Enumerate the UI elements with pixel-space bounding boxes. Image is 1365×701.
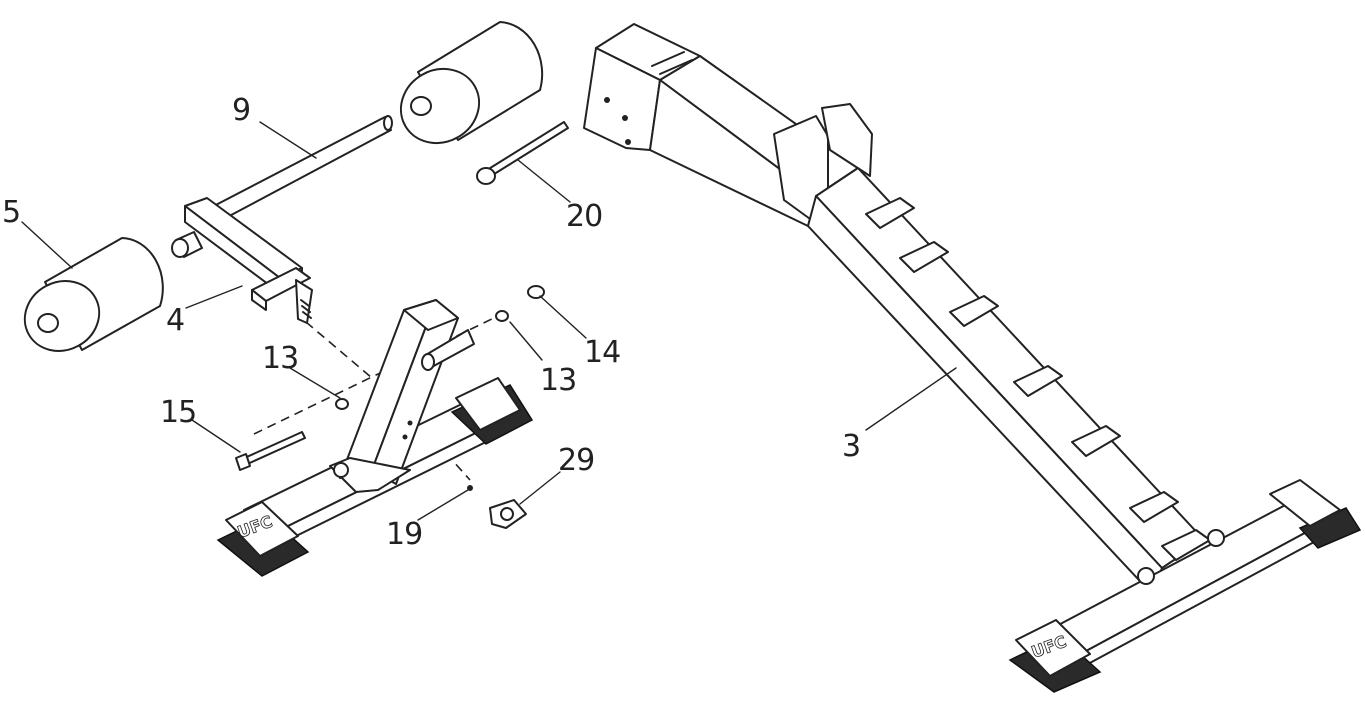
foam-roller-rear xyxy=(399,21,544,145)
callout-4: 4 xyxy=(166,303,184,338)
hardware xyxy=(235,121,569,529)
callout-9: 9 xyxy=(232,93,250,128)
callout-13-right: 13 xyxy=(540,363,576,398)
callout-20: 20 xyxy=(566,199,602,234)
roller-holder xyxy=(171,197,313,324)
main-frame: UFC xyxy=(583,23,1362,693)
front-stand: UFC xyxy=(216,299,534,577)
callout-14: 14 xyxy=(584,335,620,370)
callout-3: 3 xyxy=(842,429,860,464)
callout-15: 15 xyxy=(160,395,196,430)
callout-13-left: 13 xyxy=(262,341,298,376)
leader-lines xyxy=(21,121,957,521)
roller-bar xyxy=(209,115,393,223)
foam-roller-front xyxy=(23,237,164,352)
callout-19: 19 xyxy=(386,517,422,552)
callout-29: 29 xyxy=(558,443,594,478)
callout-5: 5 xyxy=(2,195,20,230)
